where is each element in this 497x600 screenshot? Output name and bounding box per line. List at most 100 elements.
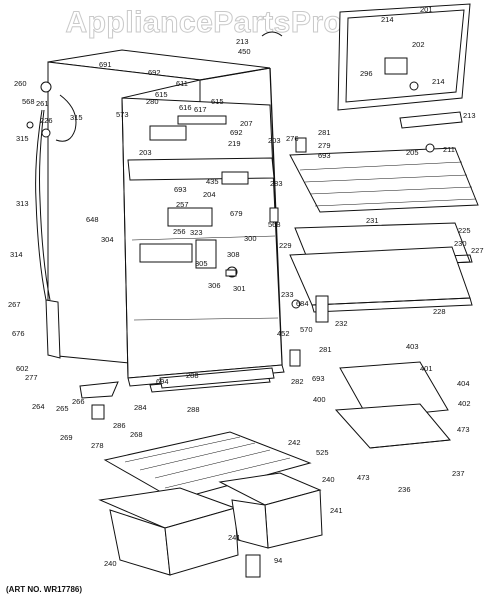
cabinet-body — [45, 49, 285, 393]
part-label: 435 — [206, 177, 219, 186]
part-label: 268 — [130, 430, 143, 439]
part-label: 570 — [300, 325, 313, 334]
part-label: 266 — [72, 397, 85, 406]
part-label: 403 — [406, 342, 419, 351]
part-label: 615 — [155, 90, 168, 99]
glass-shelves — [289, 222, 473, 313]
part-label: 691 — [99, 60, 112, 69]
part-label: 207 — [240, 119, 253, 128]
part-label: 679 — [230, 209, 243, 218]
part-label: 400 — [313, 395, 326, 404]
part-label: 236 — [398, 485, 411, 494]
part-label: 202 — [412, 40, 425, 49]
part-label: 211 — [443, 145, 455, 154]
part-label: 204 — [203, 190, 216, 199]
part-label: 264 — [32, 402, 45, 411]
part-label: 281 — [319, 345, 332, 354]
part-label: 288 — [186, 371, 199, 380]
part-label: 692 — [148, 68, 161, 77]
part-label: 525 — [316, 448, 329, 457]
part-label: 693 — [312, 374, 325, 383]
part-label: 226 — [40, 116, 53, 125]
part-label: 296 — [360, 69, 373, 78]
crisper-shelf — [334, 361, 451, 449]
small-parts — [26, 31, 435, 578]
part-label: 602 — [16, 364, 29, 373]
part-label: 308 — [227, 250, 240, 259]
part-label: 94 — [274, 556, 282, 565]
part-label: 402 — [458, 399, 471, 408]
freezer-door — [337, 3, 471, 129]
part-label: 611 — [176, 79, 188, 88]
part-label: 315 — [16, 134, 29, 143]
part-label: 615 — [211, 97, 224, 106]
part-label: 404 — [457, 379, 470, 388]
part-label: 284 — [134, 403, 147, 412]
part-label: 201 — [420, 5, 433, 14]
part-label: 227 — [471, 246, 484, 255]
part-label: 568 — [268, 220, 281, 229]
door-rail-213 — [399, 111, 463, 129]
part-label: 240 — [322, 475, 335, 484]
part-label: 214 — [432, 77, 445, 86]
part-label: 304 — [101, 235, 114, 244]
part-label: 684 — [296, 299, 309, 308]
part-label: 214 — [381, 15, 394, 24]
part-label: 314 — [10, 250, 23, 259]
part-label: 237 — [452, 469, 465, 478]
part-label: 225 — [458, 226, 471, 235]
part-label: 267 — [8, 300, 21, 309]
part-label: 230 — [454, 239, 467, 248]
part-label: 305 — [195, 259, 208, 268]
part-label: 279 — [318, 141, 331, 150]
part-label: 568 — [22, 97, 35, 106]
part-label: 300 — [244, 234, 257, 243]
part-label: 240 — [104, 559, 117, 568]
wire-shelf — [289, 147, 479, 213]
part-label: 306 — [208, 281, 221, 290]
part-label: 676 — [12, 329, 25, 338]
part-label: 573 — [116, 110, 129, 119]
door-panel — [384, 57, 408, 75]
part-label: 288 — [187, 405, 200, 414]
part-label: 473 — [457, 425, 470, 434]
part-label: 693 — [174, 185, 187, 194]
part-label: 616 — [179, 103, 192, 112]
part-label: 313 — [16, 199, 29, 208]
part-label: 231 — [366, 216, 379, 225]
part-label: 213 — [236, 37, 249, 46]
part-label: 283 — [270, 179, 283, 188]
part-label: 205 — [406, 148, 419, 157]
part-label: 693 — [318, 151, 331, 160]
part-label: 648 — [86, 215, 99, 224]
part-label: 282 — [291, 377, 304, 386]
part-label: 260 — [14, 79, 27, 88]
part-label: 203 — [268, 136, 281, 145]
part-label: 278 — [91, 441, 104, 450]
vegetable-pans — [98, 472, 323, 576]
part-label: 280 — [146, 97, 159, 106]
part-label: 452 — [277, 329, 290, 338]
part-label: 277 — [25, 373, 38, 382]
part-label: 233 — [281, 290, 294, 299]
part-label: 323 — [190, 228, 203, 237]
part-label: 261 — [36, 99, 49, 108]
drawer-cover — [103, 431, 312, 501]
part-labels: 214 201 202 296 214 213 211 205 225 230 … — [8, 5, 484, 568]
part-label: 232 — [335, 319, 348, 328]
part-label: 301 — [233, 284, 246, 293]
part-label: 286 — [113, 421, 126, 430]
part-label: 228 — [433, 307, 446, 316]
part-label: 229 — [279, 241, 292, 250]
part-label: 265 — [56, 404, 69, 413]
part-label: 692 — [230, 128, 243, 137]
part-label: 694 — [156, 377, 169, 386]
part-label: 219 — [228, 139, 241, 148]
part-label: 315 — [70, 113, 83, 122]
part-label: 450 — [238, 47, 251, 56]
tubing — [35, 94, 77, 301]
part-label: 242 — [288, 438, 301, 447]
part-label: 241 — [228, 533, 241, 542]
part-label: 269 — [60, 433, 73, 442]
